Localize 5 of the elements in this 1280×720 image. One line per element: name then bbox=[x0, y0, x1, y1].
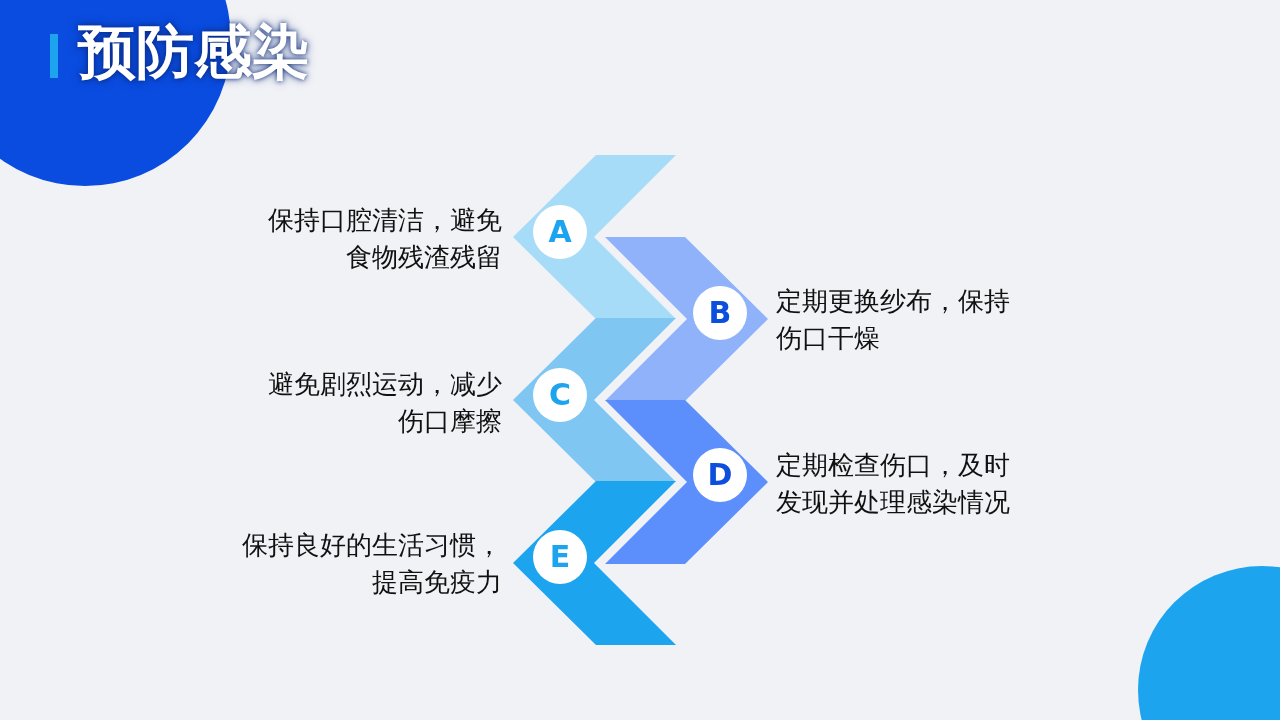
description-text: 保持口腔清洁，避免食物残渣残留 bbox=[267, 204, 502, 274]
description-text: 避免剧烈运动，减少伤口摩擦 bbox=[267, 368, 502, 438]
description-text: 定期检查伤口，及时发现并处理感染情况 bbox=[776, 449, 1011, 519]
description-text: 保持良好的生活习惯，提高免疫力 bbox=[241, 529, 502, 599]
description-text: 定期更换纱布，保持伤口干燥 bbox=[776, 285, 1011, 355]
